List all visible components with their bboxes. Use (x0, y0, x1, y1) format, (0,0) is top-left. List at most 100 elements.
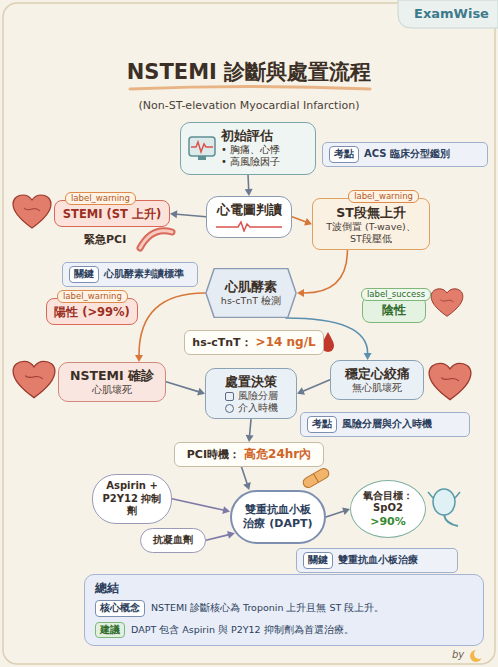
subtitle: (Non-ST-elevation Myocardial Infarction) (0, 99, 498, 113)
flow-line (172, 499, 223, 510)
flow-line (326, 511, 343, 517)
action-label: 緊急PCI (84, 233, 126, 247)
node-text: DAPT 包含 Aspirin 與 P2Y12 抑制劑為首選治療。 (131, 624, 354, 636)
node-text: 關鍵 (303, 552, 333, 569)
node-text: 氧合目標： SpO2 (357, 490, 419, 515)
flow-line (177, 214, 206, 217)
node-text: • 高風險因子 (221, 156, 280, 169)
arrow-head (304, 218, 312, 226)
credit-label: by (452, 649, 464, 662)
key-point-tag: 關鍵心肌酵素判讀標準 (62, 262, 198, 287)
node-text: 無心肌壞死 (352, 382, 402, 394)
brand-tab (398, 0, 498, 28)
node-text: 初始評估 (221, 128, 273, 144)
stemi-box: label_warningSTEMI (ST 上升) (54, 200, 170, 227)
node-text: 建議 (95, 622, 125, 639)
node-text: 處置決策 (225, 374, 277, 390)
negative-box: label_success陰性 (362, 296, 426, 323)
test-hexagon: 心肌酵素hs-cTnT 檢測 (205, 268, 297, 318)
key-point-tag: 關鍵雙重抗血小板治療 (296, 548, 458, 573)
node-text: hs-cTnT： (192, 336, 251, 350)
flow-arrow (297, 380, 330, 395)
flow-arrow (326, 507, 350, 517)
brand-logo-part (474, 649, 484, 659)
monitor-icon (187, 133, 217, 163)
pill-icon-part (301, 467, 330, 490)
arrow-head (222, 506, 230, 514)
node-text: 高危24hr內 (244, 447, 311, 462)
flow-arrow (242, 467, 251, 490)
arrow-head (246, 435, 254, 442)
monitor-icon-part (191, 142, 213, 152)
node-text: PCI時機： (187, 448, 240, 462)
monitor-icon-part (189, 137, 215, 156)
flow-arrow (172, 499, 230, 514)
treatment-circle: 雙重抗血小板 治療 (DAPT) (230, 490, 326, 544)
node-text: 陰性 (382, 303, 406, 317)
pill-icon-part (314, 474, 319, 483)
target-circle: 氧合目標： SpO2>90% (350, 480, 426, 538)
positive-box: label_warning陽性 (>99%) (46, 298, 138, 325)
node-text: >14 ng/L (256, 335, 316, 350)
node-text: 抗凝血劑 (153, 534, 193, 547)
arrow-head (170, 210, 177, 218)
arrow-head (135, 355, 143, 362)
node-text: T波倒置 (T-wave)、 ST段壓低 (319, 221, 423, 245)
summary-row: 核心概念NSTEMI 診斷核心為 Troponin 上升且無 ST 段上升。 (95, 599, 473, 618)
oxygen-mask-icon-part (428, 492, 460, 498)
pill-icon (301, 467, 330, 490)
node-text: 總結 (95, 581, 119, 596)
ecg-wave-part (216, 222, 282, 231)
node-text: label_warning (65, 192, 136, 205)
flow-line (304, 250, 347, 293)
flow-line (292, 217, 305, 222)
node-text: 心電圖判讀 (217, 202, 282, 218)
summary-row: 建議 DAPT 包含 Aspirin 與 P2Y12 抑制劑為首選治療。 (95, 621, 473, 640)
node-text: 風險分層 (225, 390, 278, 402)
flow-arrow (297, 250, 347, 297)
node-text: 穩定心絞痛 (345, 366, 410, 382)
node-text: hs-cTnT 檢測 (221, 295, 281, 307)
oxygen-mask-icon-part (444, 515, 458, 526)
node-text: • 胸痛、心悸 (221, 144, 280, 157)
flow-line (303, 380, 330, 391)
node-text: NSTEMI 確診 (70, 368, 154, 384)
arrow-head (364, 353, 372, 360)
arrow-head (297, 387, 305, 394)
node-text: label_warning (57, 290, 128, 303)
threshold-box: hs-cTnT： >14 ng/L (184, 330, 324, 355)
flow-arrow (170, 210, 206, 218)
arrow-head (297, 289, 304, 297)
timing-box: PCI時機： 高危24hr內 (174, 442, 324, 467)
monitor-icon-part (198, 156, 206, 160)
arrow-head (227, 531, 235, 539)
heart-icon (13, 195, 51, 228)
ecg-wave (216, 220, 282, 232)
arrow-head (243, 482, 251, 490)
node-text: STEMI (ST 上升) (63, 207, 161, 221)
node-text: 關鍵 (69, 266, 99, 283)
drug-circle: Aspirin + P2Y12 抑制劑 (92, 474, 172, 524)
summary-panel: 總結核心概念NSTEMI 診斷核心為 Troponin 上升且無 ST 段上升。… (84, 574, 484, 646)
start-box: 初始評估• 胸痛、心悸• 高風險因子 (180, 122, 316, 175)
exam-point-tag: 考點ACS 臨床分型鑑別 (322, 142, 488, 167)
arrow-head (197, 388, 205, 396)
ecg-box: 心電圖判讀 (206, 196, 292, 238)
drug-circle: 抗凝血劑 (140, 528, 206, 553)
heart-icon (13, 361, 55, 397)
artery-icon-part (140, 231, 172, 248)
node-text: 考點 (329, 146, 359, 163)
decision-box: 處置決策風險分層介入時機 (205, 368, 297, 419)
node-text: 風險分層與介入時機 (342, 418, 432, 431)
diagnosis-box: NSTEMI 確診心肌壞死 (58, 362, 166, 402)
page-title: NSTEMI 診斷與處置流程 (0, 58, 498, 86)
flow-arrow (292, 217, 312, 226)
oxygen-mask-icon-part (433, 489, 455, 515)
node-text: label_warning (348, 190, 419, 203)
heart-icon (429, 363, 471, 399)
node-text: 心肌酵素判讀標準 (104, 268, 184, 281)
st-box: label_warningST段無上升T波倒置 (T-wave)、 ST段壓低 (312, 198, 430, 250)
node-text: 心肌酵素 (225, 279, 277, 295)
angina-box: 穩定心絞痛無心肌壞死 (330, 360, 424, 400)
flow-arrow (206, 531, 235, 540)
